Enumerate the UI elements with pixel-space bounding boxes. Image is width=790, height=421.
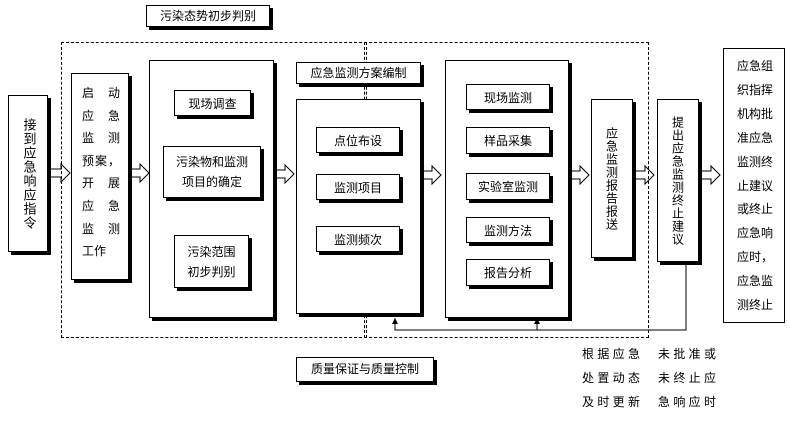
plan-compile-title: 应急监测方案编制 (296, 62, 421, 84)
update-note-line: 处置动态 (582, 371, 640, 385)
update-note-line: 根据应急 (582, 347, 640, 361)
site-monitoring-box: 现场监测 (466, 84, 550, 110)
pollutant-items-line: 污染物和监测 (175, 155, 248, 169)
monitor-items-text: 监测项目 (333, 180, 382, 195)
initial-judgment-title: 污染态势初步判别 (146, 5, 270, 27)
propose-termination-text: 提出应急监测终止建议 (670, 115, 685, 246)
pollution-range-box: 污染范围 初步判别 (174, 235, 249, 288)
final-approval-line: 测终止 (736, 298, 773, 313)
plan-compile-title-text: 应急监测方案编制 (310, 65, 407, 80)
receive-command-box: 接到应急响应指令 (8, 95, 48, 252)
point-layout-text: 点位布设 (333, 133, 382, 148)
pollution-range-line: 初步判别 (187, 264, 236, 279)
sample-collection-box: 样品采集 (466, 127, 550, 154)
hollow-arrow-7 (699, 164, 721, 186)
final-approval-line: 准应急 (736, 130, 773, 145)
not-approved-line: 急响应时 (658, 395, 716, 409)
final-approval-line: 织指挥 (736, 82, 773, 97)
not-approved-line: 未批准或 (658, 347, 716, 361)
not-approved-line: 未终止应 (658, 371, 716, 385)
update-note-line: 及时更新 (582, 395, 640, 409)
final-approval-line: 应时， (736, 250, 773, 265)
lab-monitoring-box: 实验室监测 (466, 173, 550, 200)
report-submit-text: 应急监测报告报送 (604, 126, 619, 231)
final-approval-line: 应急监 (736, 274, 773, 289)
final-approval-line: 机构批 (736, 106, 773, 121)
hollow-arrow-6 (633, 164, 655, 186)
point-layout-box: 点位布设 (316, 127, 400, 153)
monitor-frequency-box: 监测频次 (316, 226, 400, 252)
hollow-arrows (47, 162, 721, 186)
start-plan-box: 启 动 应 急 监 测 预案， 开 展 应 急 监 测 工作 (71, 73, 129, 280)
final-approval-box: 应急组 织指挥 机构批 准应急 监测终 止建议 或终止 应急响 应时， 应急监 … (723, 48, 785, 323)
pollution-range-line: 污染范围 (187, 244, 236, 259)
not-approved-note: 未批准或 未终止应 急响应时 (658, 342, 716, 414)
report-analysis-box: 报告分析 (466, 259, 550, 286)
site-survey-text: 现场调查 (188, 96, 237, 111)
final-approval-line: 或终止 (736, 202, 773, 217)
start-plan-line: 应 急 (82, 198, 120, 213)
update-note: 根据应急 处置动态 及时更新 (582, 342, 640, 414)
hollow-arrow-4 (420, 164, 442, 186)
monitor-method-text: 监测方法 (483, 223, 532, 238)
report-analysis-text: 报告分析 (483, 266, 532, 280)
pollutant-items-box: 污染物和监测 项目的确定 (163, 146, 261, 198)
hollow-arrow-2 (128, 162, 150, 184)
sample-collection-text: 样品采集 (483, 134, 532, 148)
hollow-arrow-5 (568, 164, 590, 186)
report-submit-box: 应急监测报告报送 (591, 99, 633, 258)
quality-control-title: 质量保证与质量控制 (296, 357, 434, 382)
start-plan-line: 工作 (82, 244, 107, 259)
final-approval-line: 应急组 (736, 59, 773, 73)
lab-monitoring-text: 实验室监测 (477, 180, 538, 194)
pollutant-items-line: 项目的确定 (181, 175, 242, 189)
monitor-frequency-text: 监测频次 (333, 232, 382, 247)
hollow-arrow-3 (273, 163, 295, 185)
receive-command-text: 接到应急响应指令 (20, 117, 36, 230)
start-plan-line: 应 急 (82, 108, 120, 123)
final-approval-line: 应急响 (736, 226, 773, 241)
final-approval-line: 止建议 (736, 178, 773, 193)
start-plan-line: 监 测 (82, 131, 120, 146)
pollutant-items-text: 污染物和监测 项目的确定 (176, 152, 248, 192)
feedback-loop (392, 262, 687, 331)
initial-judgment-title-text: 污染态势初步判别 (159, 8, 256, 23)
start-plan-line: 启 动 (82, 86, 120, 100)
propose-termination-box: 提出应急监测终止建议 (657, 99, 699, 262)
start-plan-text: 启 动 应 急 监 测 预案， 开 展 应 急 监 测 工作 (82, 82, 120, 263)
monitor-method-box: 监测方法 (466, 217, 550, 243)
start-plan-line: 开 展 (82, 176, 120, 191)
pollution-range-text: 污染范围 初步判别 (187, 242, 235, 282)
quality-control-title-text: 质量保证与质量控制 (310, 362, 419, 376)
final-approval-line: 监测终 (736, 154, 773, 169)
monitor-items-box: 监测项目 (316, 174, 400, 200)
final-approval-text: 应急组 织指挥 机构批 准应急 监测终 止建议 或终止 应急响 应时， 应急监 … (728, 55, 782, 318)
start-plan-line: 监 测 (82, 221, 120, 236)
site-monitoring-text: 现场监测 (483, 90, 532, 105)
site-survey-box: 现场调查 (174, 90, 251, 116)
start-plan-line: 预案， (82, 153, 120, 168)
